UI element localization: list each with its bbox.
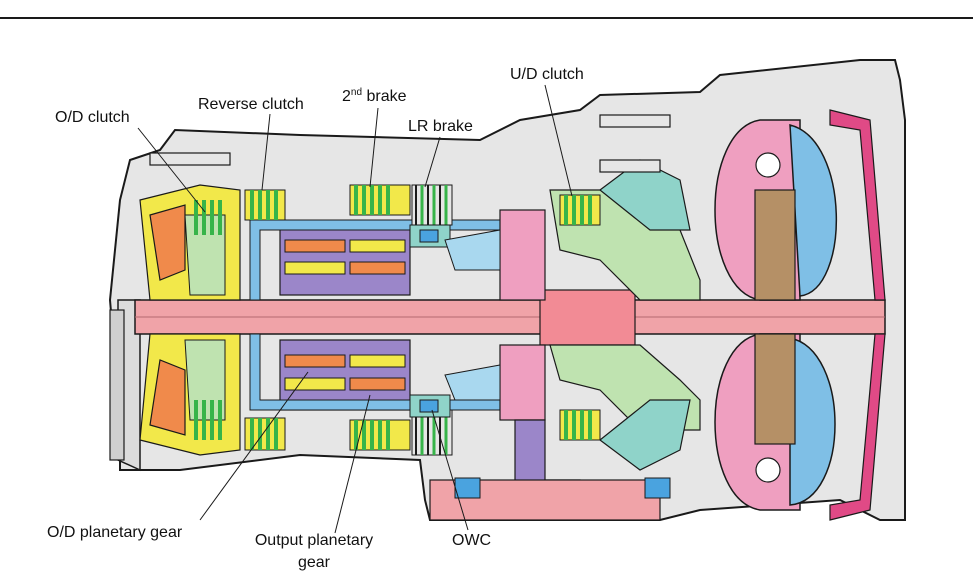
label-ud-clutch: U/D clutch	[510, 66, 584, 83]
label-lr-brake: LR brake	[408, 118, 473, 135]
label-owc: OWC	[452, 532, 492, 549]
ud-clutch-pack	[559, 194, 601, 441]
label-reverse-clutch: Reverse clutch	[198, 96, 304, 113]
label-od-clutch: O/D clutch	[55, 109, 130, 126]
label-second-brake: 2nd brake	[342, 88, 407, 106]
label-second-brake-ordinal: nd	[350, 87, 363, 98]
torque-converter	[714, 109, 886, 521]
label-od-planetary-gear: O/D planetary gear	[47, 524, 183, 541]
owc-assembly	[409, 224, 501, 418]
label-output-planetary-gear: Output planetary gear	[244, 532, 384, 572]
header-rule	[0, 17, 973, 19]
leader-lines	[137, 84, 573, 534]
label-second-brake-number: 2	[342, 88, 351, 105]
label-output-planetary-gear-line2: gear	[297, 554, 331, 571]
left-clutch-group	[139, 184, 286, 456]
planetary-carriers	[279, 224, 411, 411]
label-output-planetary-gear-line1: Output planetary	[254, 532, 374, 549]
label-second-brake-text: brake	[362, 88, 407, 105]
